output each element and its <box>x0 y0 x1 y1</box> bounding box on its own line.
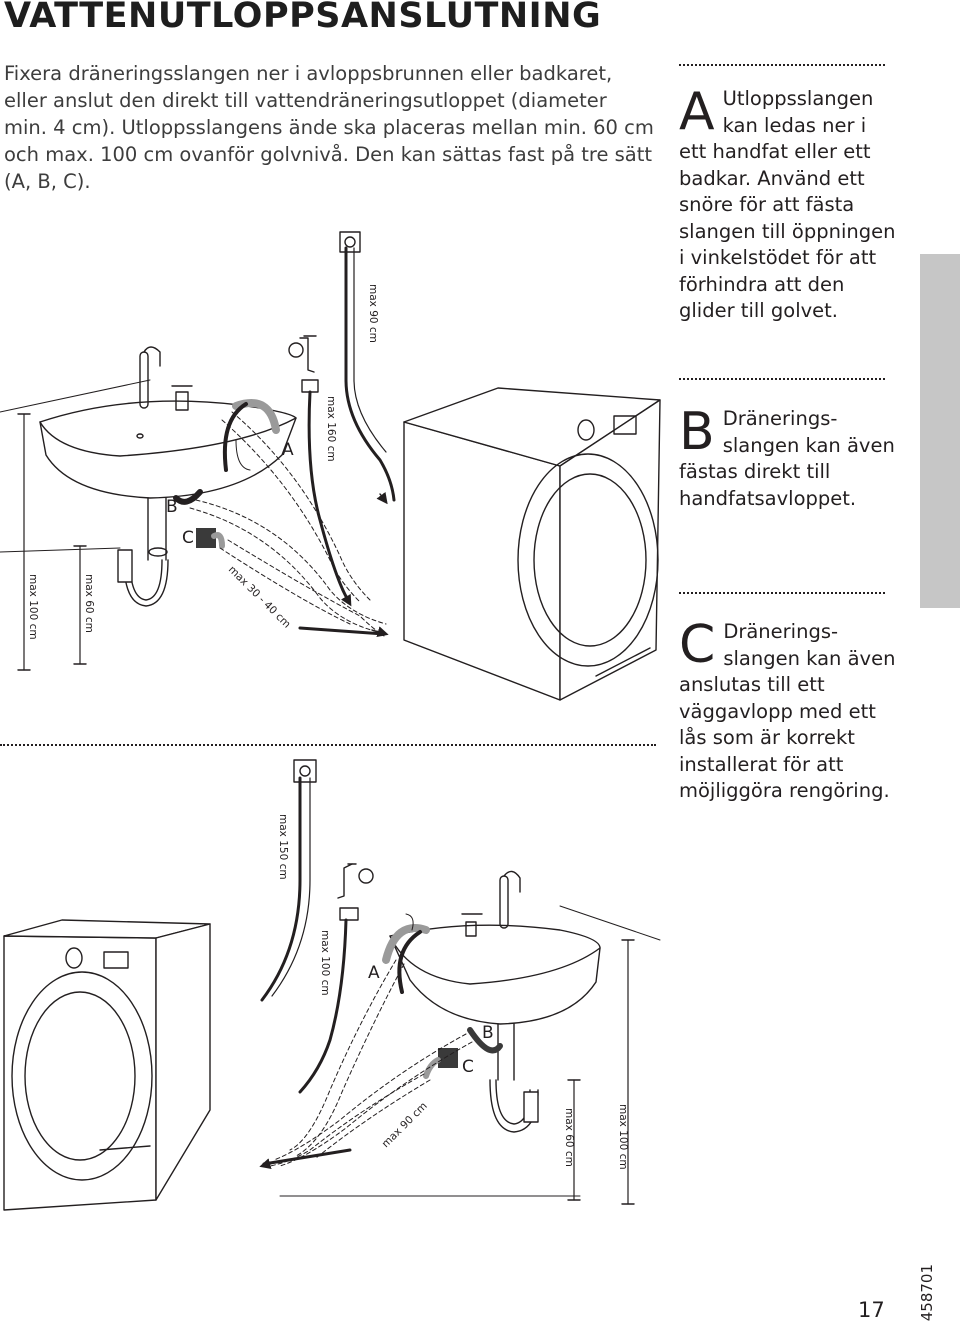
labels-bottom: A B C max 150 cm max 100 cm max 90 cm ma… <box>277 814 629 1170</box>
option-a: A Utloppsslangen kan ledas ner i ett han… <box>679 86 899 325</box>
intro-paragraph: Fixera dräneringsslangen ner i avloppsbr… <box>4 62 654 193</box>
washbasin-top <box>39 346 297 607</box>
dim-tap-hose-bottom: max 100 cm <box>319 930 331 996</box>
option-b-text: Dränerings-slangen kan även fästas direk… <box>679 407 895 510</box>
washing-machine-top <box>403 387 661 701</box>
dim-height-min-bottom: max 60 cm <box>563 1108 575 1167</box>
option-b-letter: B <box>679 402 715 462</box>
wall-outlet-top <box>339 231 396 505</box>
side-tab <box>920 254 960 608</box>
diagram-bottom <box>3 759 661 1211</box>
washing-machine-bottom <box>3 919 211 1211</box>
option-b: B Dränerings-slangen kan även fästas dir… <box>679 406 899 512</box>
dim-tap-hose-top: max 160 cm <box>325 396 337 462</box>
dim-height-max-bottom: max 100 cm <box>617 1104 629 1170</box>
label-a-bottom: A <box>368 963 380 983</box>
separator-c-top <box>679 592 885 594</box>
separator-a-top <box>679 64 885 66</box>
separator-b-top <box>679 378 885 380</box>
option-c-text: Dränerings-slangen kan även anslutas til… <box>679 620 896 802</box>
label-a-top: A <box>282 440 294 460</box>
diagram-divider <box>0 744 656 746</box>
option-a-text: Utloppsslangen kan ledas ner i ett handf… <box>679 87 896 322</box>
page-number: 17 <box>858 1298 885 1322</box>
tap-top <box>288 335 352 607</box>
label-b-bottom: B <box>482 1023 494 1043</box>
dim-floor-run-bottom: max 90 cm <box>380 1100 430 1150</box>
diagram-top <box>0 231 661 701</box>
dim-height-max-top: max 100 cm <box>27 574 39 640</box>
label-c-top: C <box>182 528 194 548</box>
dim-wall-hose-top: max 90 cm <box>367 284 379 343</box>
option-c: C Dränerings-slangen kan även anslutas t… <box>679 619 899 805</box>
option-a-letter: A <box>679 82 715 142</box>
label-c-bottom: C <box>462 1057 474 1077</box>
page-title: VATTENUTLOPPSANSLUTNING <box>4 0 602 36</box>
document-code: 458701 <box>918 1264 936 1322</box>
dim-floor-run-top: max 30 - 40 cm <box>226 564 293 631</box>
wall-outlet-bottom <box>260 759 317 1002</box>
tap-bottom <box>298 863 374 1094</box>
dim-wall-hose-bottom: max 150 cm <box>277 814 289 880</box>
dim-height-min-top: max 60 cm <box>83 574 95 633</box>
washbasin-bottom <box>389 870 601 1133</box>
label-b-top: B <box>166 497 178 517</box>
option-c-letter: C <box>679 615 716 675</box>
